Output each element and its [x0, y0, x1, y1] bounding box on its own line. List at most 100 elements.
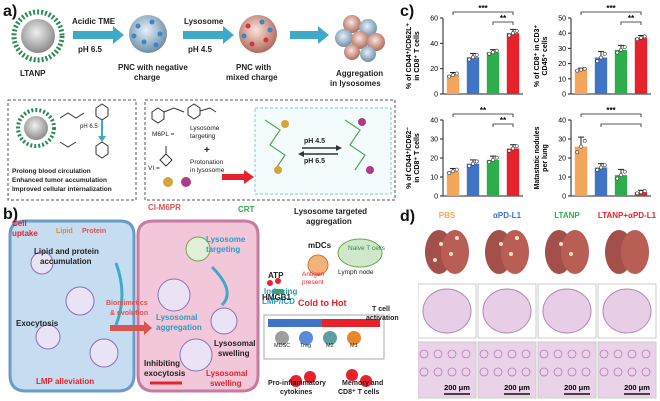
- arrow-label-ph45: pH 4.5: [188, 46, 212, 54]
- chart-1-point-0-0: [576, 69, 579, 72]
- m6pl-icon: [163, 177, 173, 187]
- chart-1-ytick-label-0: 0: [562, 92, 566, 99]
- chart-cd8: % of CD8⁺ in CD3⁺CD45⁺ cells01020304050*…: [531, 2, 657, 102]
- arrow-label-acidic-tme: Acidic TME: [72, 18, 115, 26]
- chart-1-ytick-label-5: 50: [558, 16, 566, 23]
- m6pl-desc-1: Lysosome: [190, 126, 219, 133]
- panel-d-header-1: αPD-L1: [493, 211, 522, 220]
- chart-3-point-1-2: [603, 164, 606, 167]
- stage-label-pnc-negative-1: PNC with negative: [118, 64, 188, 72]
- chart-3-point-3-2: [643, 189, 646, 192]
- lung-photo-2: [545, 230, 589, 274]
- chart-2-ytick-label-4: 40: [430, 118, 438, 125]
- chart-2-bar-0: [447, 171, 459, 196]
- chart-0-point-0-2: [455, 72, 458, 75]
- chart-3-point-3-1: [639, 191, 642, 194]
- chart-1-point-3-0: [636, 38, 639, 41]
- stage-label-pnc-mixed-2: mixed charge: [226, 74, 278, 82]
- chart-2-ylabel-1: in CD8⁺ T cells: [414, 133, 421, 183]
- cytokines-2: cytokines: [280, 389, 312, 396]
- vi-label: VI =: [148, 166, 160, 173]
- chart-1-sig-label-0: ***: [606, 4, 616, 13]
- lung-photo-3: [605, 230, 649, 274]
- arrow-lysosome: [183, 26, 234, 44]
- chart-3-point-0-2: [583, 139, 586, 142]
- crt-label: CRT: [238, 206, 254, 214]
- chart-2-bar-2: [487, 160, 499, 196]
- chart-2-point-3-1: [511, 147, 514, 150]
- chart-0-bar-2: [487, 52, 499, 94]
- chart-0-point-2-1: [491, 51, 494, 54]
- lipid-protein-acc-2: accumulation: [40, 258, 92, 266]
- chart-2-ytick-label-3: 30: [430, 137, 438, 144]
- benefit-1: Prolong blood circulation: [12, 168, 91, 175]
- arrow-aggregation: [290, 26, 329, 44]
- cytokines-1: Pro-inflammatory: [268, 380, 326, 387]
- stage-label-pnc-negative-2: charge: [134, 74, 160, 82]
- chart-0-point-3-0: [508, 34, 511, 37]
- chart-3-point-3-0: [636, 192, 639, 195]
- exocytosis-label: Exocytosis: [16, 320, 58, 328]
- chart-2-sig-label-1: **: [500, 116, 507, 125]
- chart-2-point-2-1: [491, 158, 494, 161]
- inhibiting-exocytosis-1: Inhibiting: [144, 360, 180, 368]
- lysosome-targeted-agg-2: aggregation: [306, 218, 352, 226]
- chart-1-ylabel-1: CD45⁺ cells: [542, 36, 549, 75]
- scale-bar-label-3: 200 μm: [624, 383, 650, 392]
- biomimetics-2: & evolution: [110, 310, 148, 317]
- stage-label-ltanp: LTANP: [20, 70, 45, 78]
- biomimetics-1: Biomimetics: [106, 300, 148, 307]
- chart-0-point-1-1: [471, 56, 474, 59]
- chart-2-point-3-0: [508, 149, 511, 152]
- stage-label-pnc-mixed-1: PNC with: [236, 64, 271, 72]
- stage-label-aggregation-1: Aggregation: [336, 70, 383, 78]
- eq-label-ph65: pH 6.5: [304, 158, 325, 165]
- chart-1-ytick-label-2: 20: [558, 61, 566, 68]
- immune-cell-m2: M2: [326, 344, 334, 350]
- lysosomal-aggregation-1: Lysosomal: [156, 314, 198, 322]
- eq-label-ph45: pH 4.5: [304, 138, 325, 145]
- immune-cell-treg: Treg: [300, 344, 311, 350]
- arrow-label-ph65: pH 6.5: [78, 46, 102, 54]
- chart-2-point-2-0: [488, 161, 491, 164]
- cell-uptake-1: Cell: [12, 220, 27, 228]
- lipid-protein-acc-1: Lipid and protein: [34, 248, 99, 256]
- chart-2-ytick-label-1: 10: [430, 175, 438, 182]
- chart-2-bar-3: [507, 149, 519, 197]
- chart-2-point-1-1: [471, 162, 474, 165]
- nodule-0-0: [439, 242, 443, 246]
- nodule-1-1: [509, 252, 513, 256]
- chart-0-sig-label-0: ***: [478, 4, 488, 13]
- t-cell-activation-2: activation: [366, 315, 399, 322]
- lymph-node-icon: [338, 239, 382, 267]
- antigen-present-2: present: [302, 280, 324, 287]
- naive-t-label: Naive T cells: [348, 246, 385, 253]
- chart-3-sig-bracket-1: [601, 124, 641, 127]
- chart-0-point-3-2: [515, 29, 518, 32]
- chart-2-point-3-2: [515, 145, 518, 148]
- nodule-0-3: [433, 258, 437, 262]
- m6pl-label: M6PL =: [152, 132, 174, 139]
- chart-0-point-3-1: [511, 32, 514, 35]
- inset-ph-label: pH 6.5: [80, 124, 98, 130]
- panel-d-header-3: LTANP+αPD-L1: [598, 211, 657, 220]
- chart-nodules: Matastatic nodulesper lung010203040***: [531, 104, 657, 204]
- stage-label-aggregation-2: in lysosomes: [330, 80, 381, 88]
- chart-0-point-2-2: [495, 49, 498, 52]
- chart-3-ytick-label-3: 30: [558, 137, 566, 144]
- chart-0-point-0-0: [448, 75, 451, 78]
- chart-0-point-1-2: [475, 53, 478, 56]
- ltanp-particle: [14, 12, 62, 60]
- chart-2-point-2-2: [495, 156, 498, 159]
- chart-1-point-2-2: [623, 46, 626, 49]
- chart-3-point-1-0: [596, 168, 599, 171]
- chart-3-ytick-label-0: 0: [562, 194, 566, 201]
- chart-2-bar-1: [467, 164, 479, 196]
- chart-0-ylabel-1: in CD8⁺ T cells: [414, 31, 421, 81]
- histology-section-0: [423, 289, 471, 333]
- arrow-acidic-tme: [73, 26, 124, 44]
- chart-1-bar-3: [635, 38, 647, 94]
- chart-3-ytick-label-4: 40: [558, 118, 566, 125]
